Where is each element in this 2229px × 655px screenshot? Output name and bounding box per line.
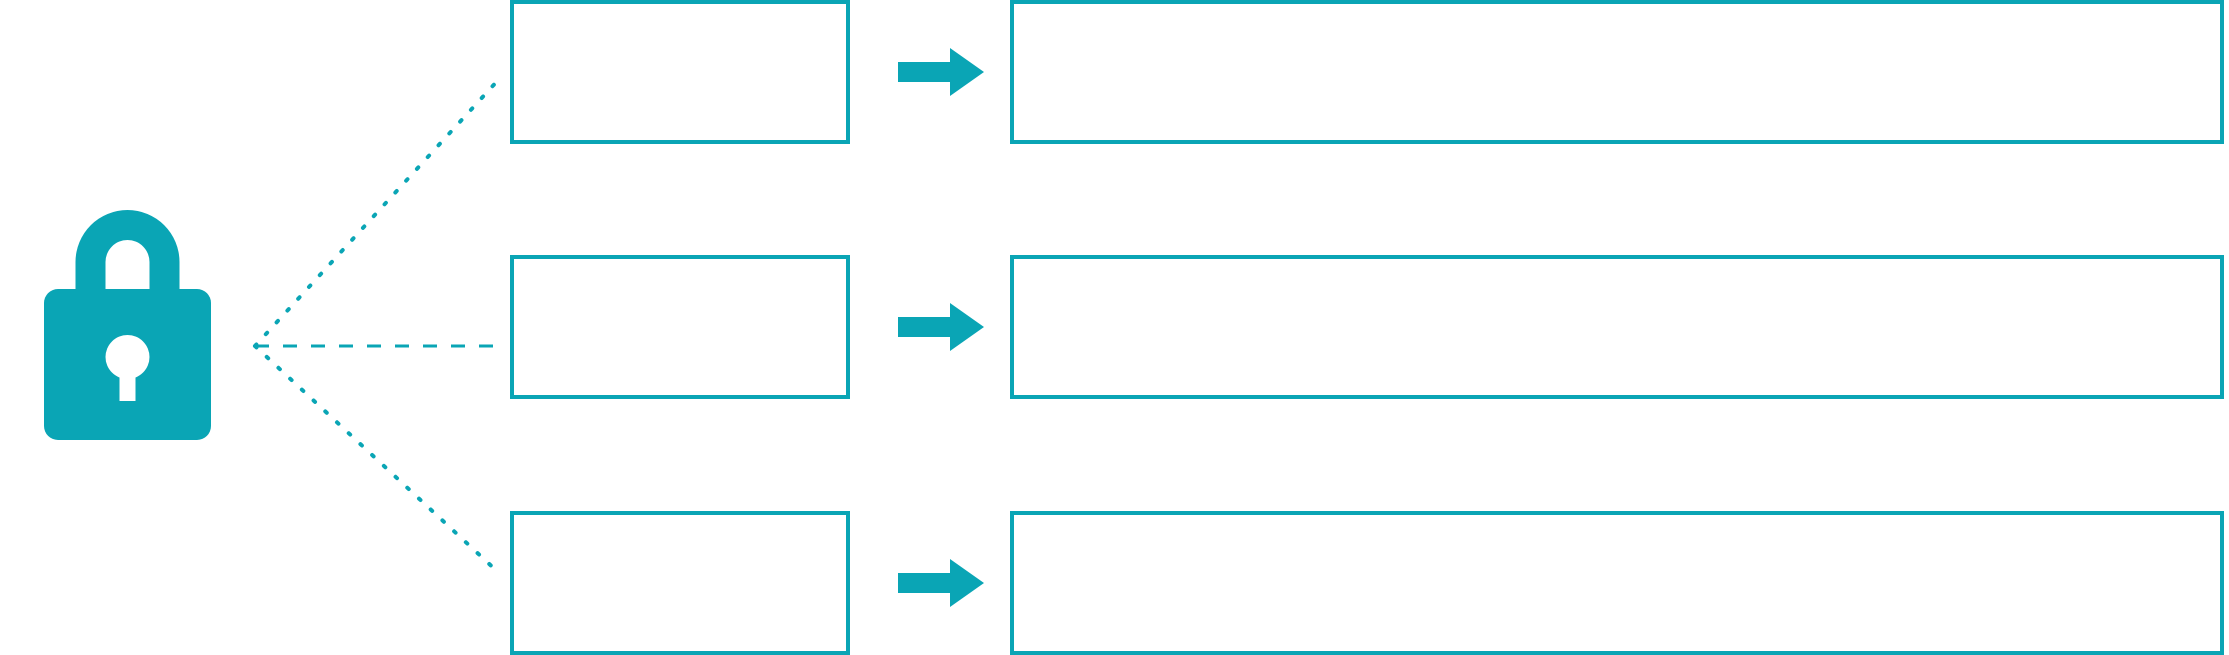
target-box-row-3[interactable] <box>1010 511 2224 655</box>
arrow-right-icon <box>898 48 984 96</box>
target-box-row-1[interactable] <box>1010 0 2224 144</box>
lock-icon <box>44 210 211 440</box>
diagram-row <box>0 511 2229 655</box>
source-box-row-3[interactable] <box>510 511 850 655</box>
arrow-right-icon <box>898 303 984 351</box>
target-box-row-2[interactable] <box>1010 255 2224 399</box>
arrow-right-icon <box>898 559 984 607</box>
source-box-row-1[interactable] <box>510 0 850 144</box>
diagram-row <box>0 255 2229 399</box>
source-box-row-2[interactable] <box>510 255 850 399</box>
diagram-row <box>0 0 2229 144</box>
